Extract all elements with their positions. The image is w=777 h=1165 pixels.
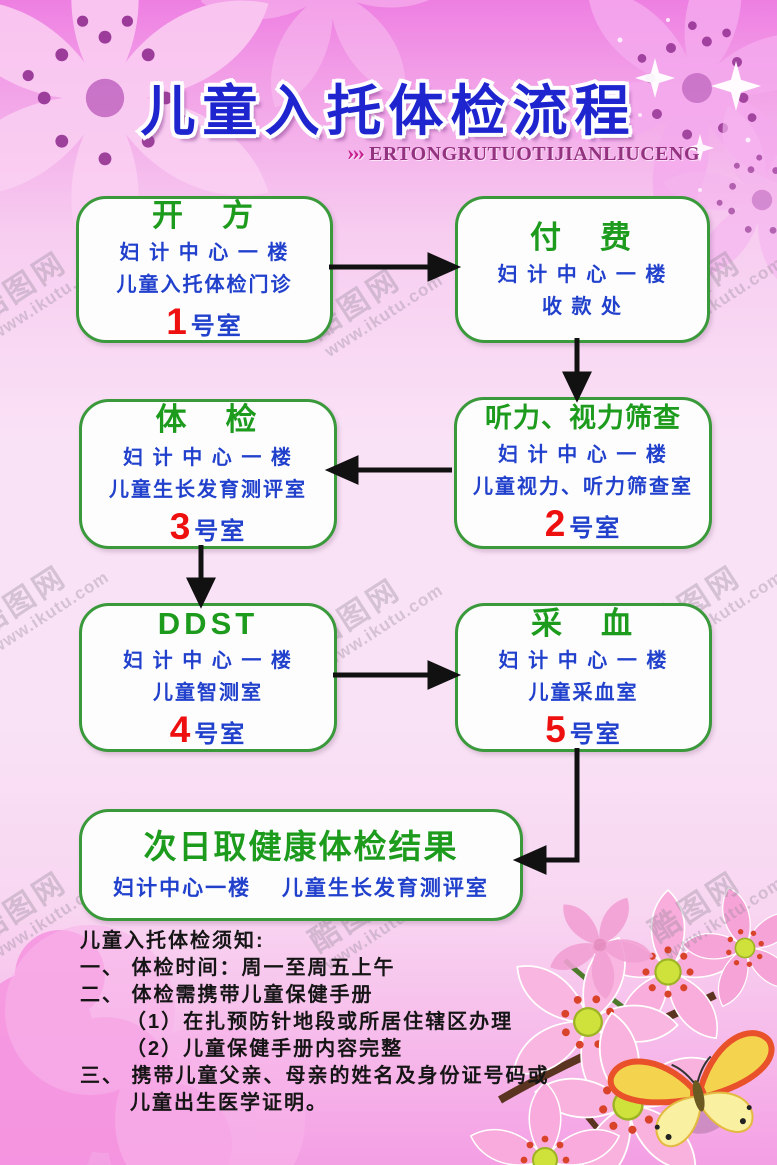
room-suffix: 号室 (569, 514, 622, 542)
room-suffix: 号室 (569, 721, 622, 749)
step-room-name: 儿童智测室 (153, 682, 263, 705)
note-item: 儿童出生医学证明。 (130, 1092, 328, 1114)
note-item: 三、 携带儿童父亲、母亲的姓名及身份证号码或 (80, 1065, 550, 1087)
step-room-name: 儿童入托体检门诊 (116, 274, 293, 297)
room-number: 1 (166, 301, 187, 343)
room-number: 2 (544, 502, 566, 544)
notes-section: 儿童入托体检须知: 一、 体检时间：周一至周五上午 二、 体检需携带儿童保健手册… (80, 928, 720, 1117)
room-suffix: 号室 (194, 721, 247, 749)
arrow-ddst-to-blood (333, 660, 462, 690)
step-room-name: 收 款 处 (541, 296, 624, 319)
step-title: 开 方 (152, 197, 257, 233)
step-title: DDST (157, 605, 259, 641)
room-suffix: 号室 (194, 517, 247, 545)
step-location: 妇 计 中 心 一 楼 (497, 264, 668, 287)
step-location: 妇计中心一楼 儿童生长发育测评室 (113, 877, 489, 901)
room-suffix: 号室 (190, 313, 243, 341)
step-title: 体 检 (155, 402, 261, 438)
page-title: 儿童入托体检流程 (137, 77, 637, 146)
step-room-name: 儿童视力、听力筛查室 (473, 475, 693, 498)
arrow-screening-to-exam (324, 455, 452, 485)
flow-box-payment: 付 费 妇 计 中 心 一 楼 收 款 处 (455, 196, 710, 343)
step-title: 付 费 (530, 219, 635, 255)
step-title: 听力、视力筛查 (485, 403, 681, 434)
arrow-prescription-to-payment (329, 252, 462, 282)
room-number: 3 (169, 505, 191, 547)
step-location: 妇 计 中 心 一 楼 (498, 443, 668, 466)
step-room-name: 儿童生长发育测评室 (109, 478, 307, 501)
subtitle: ›››ERTONGRUTUOTIJIANLIUCENG (0, 140, 700, 166)
room-number: 4 (169, 709, 191, 751)
step-location: 妇 计 中 心 一 楼 (498, 650, 669, 673)
chevron-right-icon: ››› (347, 140, 365, 165)
step-room-name: 儿童采血室 (528, 682, 639, 705)
note-item: 一、 体检时间：周一至周五上午 (80, 957, 396, 979)
flow-box-results: 次日取健康体检结果 妇计中心一楼 儿童生长发育测评室 (79, 809, 523, 921)
note-item: 二、 体检需携带儿童保健手册 (80, 984, 374, 1006)
note-item: （1）在扎预防针地段或所居住辖区办理 (126, 1011, 514, 1033)
step-location: 妇 计 中 心 一 楼 (123, 446, 293, 469)
step-location: 妇 计 中 心 一 楼 (119, 242, 290, 265)
step-title: 次日取健康体检结果 (143, 828, 459, 866)
subtitle-text: ERTONGRUTUOTIJIANLIUCENG (369, 143, 700, 165)
step-title: 采 血 (531, 605, 636, 641)
room-number: 5 (545, 709, 566, 751)
notes-heading: 儿童入托体检须知: (80, 930, 265, 952)
arrow-payment-to-screening (562, 338, 592, 403)
note-item: （2）儿童保健手册内容完整 (126, 1038, 404, 1060)
arrow-blood-to-results (512, 748, 580, 875)
arrow-exam-to-ddst (186, 545, 216, 609)
step-location: 妇 计 中 心 一 楼 (123, 650, 293, 673)
